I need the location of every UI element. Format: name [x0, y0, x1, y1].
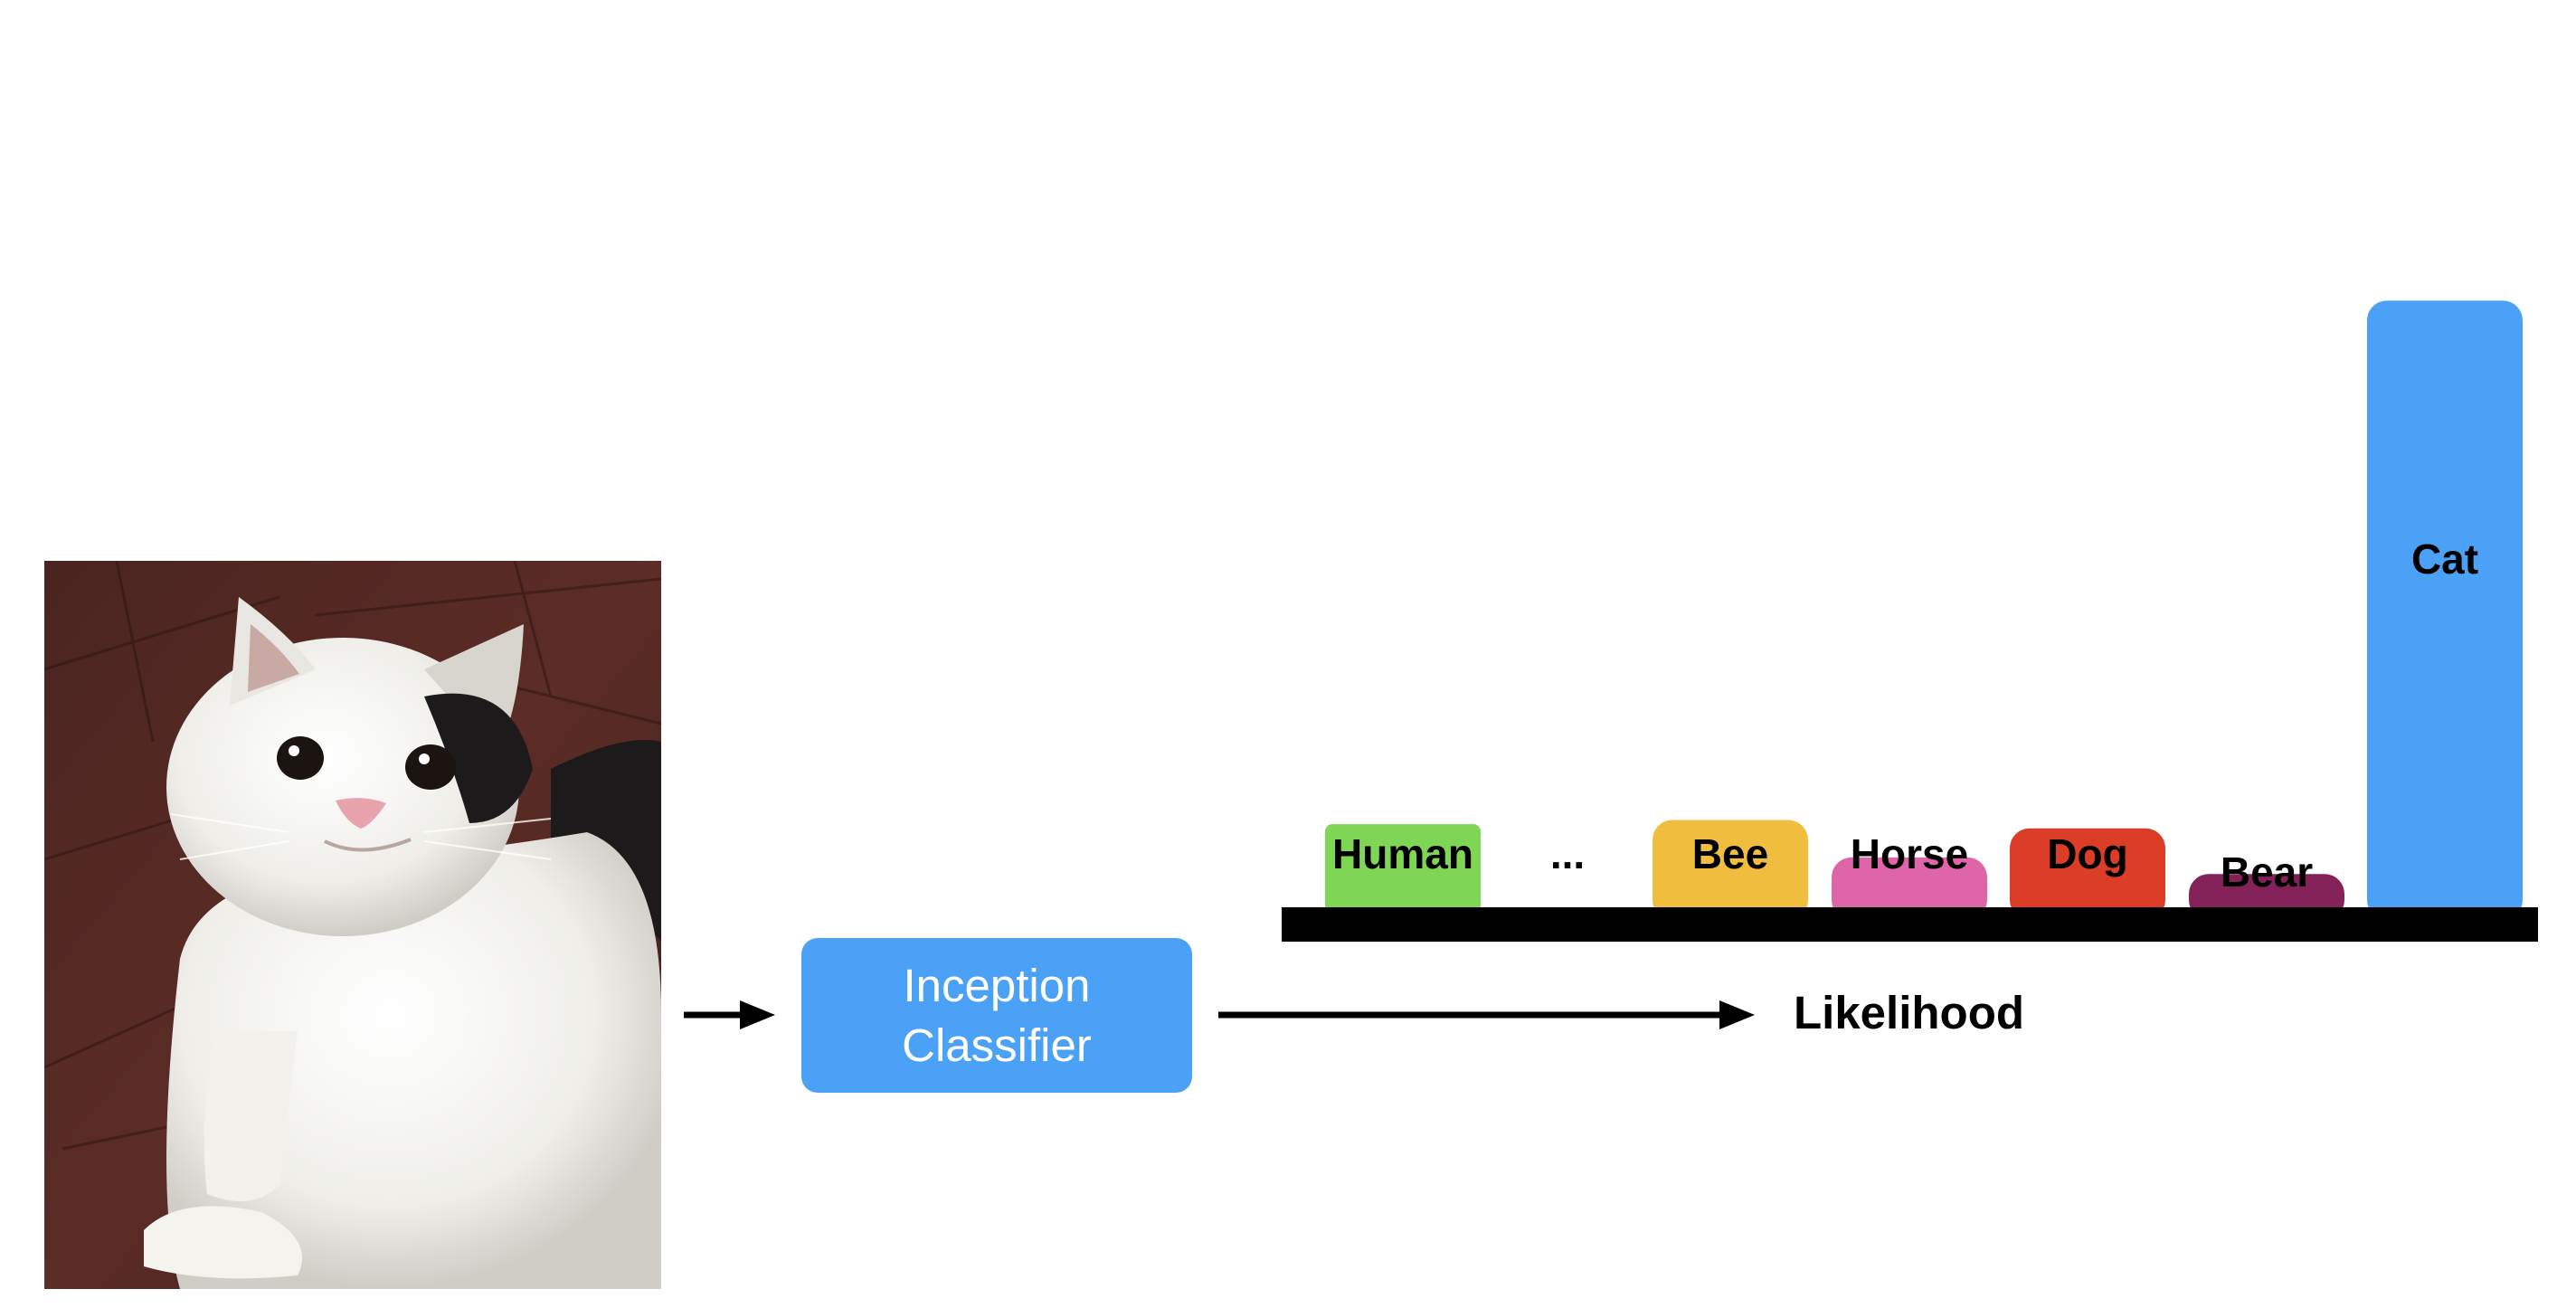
bar-label-bear: Bear: [2221, 848, 2313, 896]
arrow-image-to-classifier: [684, 1000, 775, 1029]
bar-label-dog: Dog: [2047, 830, 2127, 877]
likelihood-label: Likelihood: [1794, 987, 2024, 1038]
bar-horse: [1832, 857, 1987, 920]
arrow-classifier-to-likelihood: [1218, 1000, 1755, 1029]
bar-dog: [2010, 828, 2165, 920]
bar-label-cat: Cat: [2411, 536, 2478, 583]
bar-label-bee: Bee: [1692, 830, 1768, 877]
classifier-label-line1: Inception: [903, 959, 1091, 1011]
ellipsis-label: ...: [1550, 830, 1585, 877]
chart-baseline: [1282, 907, 2538, 942]
bar-human: [1325, 824, 1481, 920]
classifier-label-line2: Classifier: [902, 1019, 1092, 1071]
bar-label-human: Human: [1332, 830, 1473, 877]
input-cat-photo: [44, 561, 661, 1289]
bar-label-horse: Horse: [1851, 830, 1968, 877]
bar-bee: [1653, 820, 1808, 920]
inception-classifier-box: Inception Classifier: [801, 938, 1192, 1093]
bar-cat: [2367, 300, 2523, 920]
